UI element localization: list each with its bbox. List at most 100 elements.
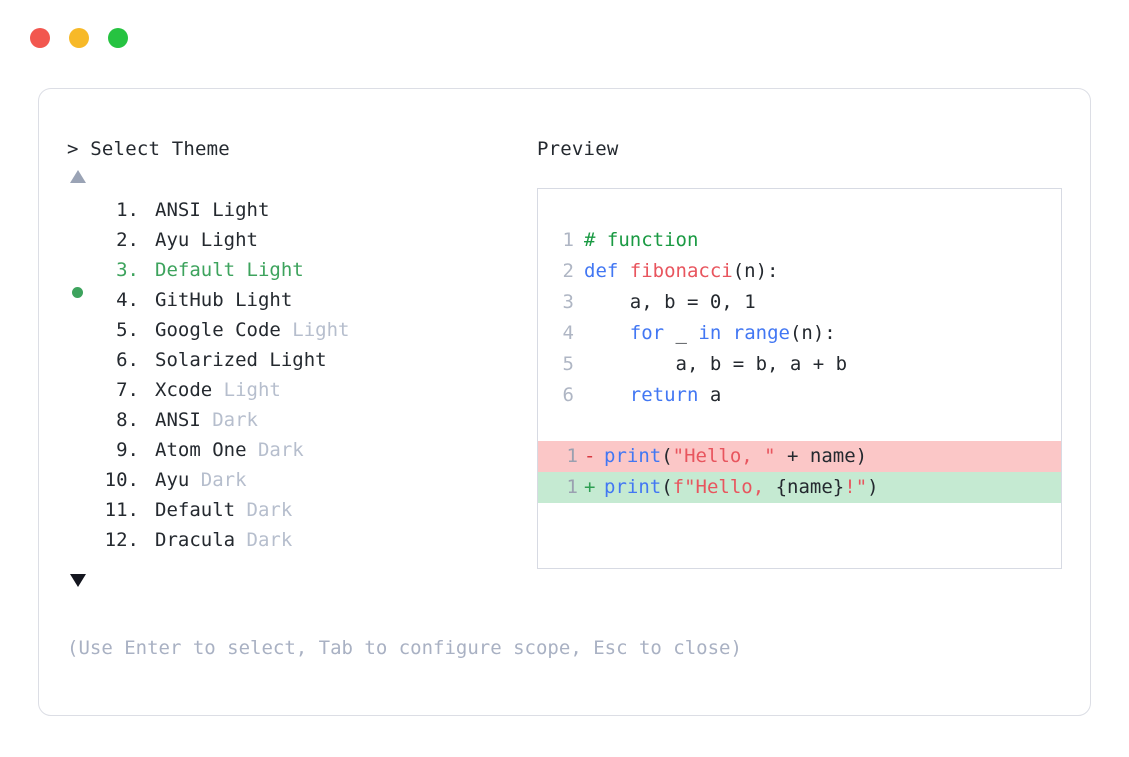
code-token: print <box>604 445 662 467</box>
keyboard-hint: (Use Enter to select, Tab to configure s… <box>67 637 742 659</box>
theme-list-item[interactable]: 10. Ayu Dark <box>67 465 537 495</box>
line-number: 4 <box>562 322 574 344</box>
code-token: a, b = <box>584 291 710 313</box>
theme-item-mode: Light <box>200 229 258 251</box>
line-number: 1 <box>566 445 578 467</box>
close-button[interactable] <box>30 28 50 48</box>
theme-item-name: Google Code <box>155 319 293 341</box>
line-number: 3 <box>562 291 574 313</box>
code-line: 3 a, b = 0, 1 <box>538 287 1061 318</box>
theme-item-gap <box>139 405 155 435</box>
diff-line-del: 1-print("Hello, " + name) <box>538 441 1061 472</box>
theme-item-number: 11. <box>104 499 139 521</box>
diff-line-content: print("Hello, " + name) <box>604 441 1061 472</box>
theme-item-mode: Light <box>223 379 281 401</box>
theme-list-item[interactable]: 11. Default Dark <box>67 495 537 525</box>
code-line: 5 a, b = b, a + b <box>538 349 1061 380</box>
line-number: 2 <box>562 260 574 282</box>
theme-item-number: 4. <box>116 289 139 311</box>
theme-item-gap <box>139 345 155 375</box>
theme-item-name: Dracula <box>155 529 247 551</box>
theme-list-item[interactable]: 4. GitHub Light <box>67 285 537 315</box>
code-token: return <box>629 384 699 406</box>
theme-list-item[interactable]: 8. ANSI Dark <box>67 405 537 435</box>
theme-item-number: 6. <box>116 349 139 371</box>
code-token: ( <box>661 445 673 467</box>
code-line: 1 # function <box>538 225 1061 256</box>
theme-item-mode: Dark <box>212 409 258 431</box>
theme-list-item[interactable]: 5. Google Code Light <box>67 315 537 345</box>
theme-item-name: Xcode <box>155 379 224 401</box>
theme-list-item[interactable]: 2. Ayu Light <box>67 225 537 255</box>
theme-item-name: Ayu <box>155 469 201 491</box>
theme-item-mode: Light <box>246 259 304 281</box>
code-token: f"Hello, <box>672 476 776 498</box>
line-number: 1 <box>562 229 574 251</box>
theme-item-number: 3. <box>116 259 139 281</box>
diff-marker: + <box>584 476 596 498</box>
code-token <box>721 322 732 344</box>
theme-list-item[interactable]: 3. Default Light <box>67 255 537 298</box>
line-number: 6 <box>562 384 574 406</box>
code-token: range <box>732 322 790 344</box>
theme-item-gap <box>139 495 155 525</box>
theme-item-name: ANSI <box>155 409 213 431</box>
theme-item-gap <box>139 315 155 345</box>
code-token: {name} <box>775 476 845 498</box>
code-line: 2 def fibonacci(n): <box>538 256 1061 287</box>
theme-item-gap <box>139 285 155 315</box>
scroll-down-icon[interactable] <box>67 567 537 593</box>
code-line-content: # function <box>584 225 1061 256</box>
theme-item-number: 5. <box>116 319 139 341</box>
diff-line-add: 1+print(f"Hello, {name}!") <box>538 472 1061 503</box>
theme-item-mode: Light <box>292 319 350 341</box>
code-token: # function <box>584 229 699 251</box>
theme-list-item[interactable]: 12. Dracula Dark <box>67 525 537 555</box>
theme-list-item[interactable]: 1. ANSI Light <box>67 195 537 225</box>
code-token: _ <box>664 322 699 344</box>
theme-item-number: 1. <box>116 199 139 221</box>
theme-item-gap <box>139 195 155 225</box>
code-token: "Hello, " <box>672 445 776 467</box>
theme-list-item[interactable]: 9. Atom One Dark <box>67 435 537 465</box>
scroll-up-icon[interactable] <box>67 163 537 189</box>
code-token: for <box>629 322 665 344</box>
code-token: 0 <box>709 291 722 313</box>
theme-list-item[interactable]: 6. Solarized Light <box>67 345 537 375</box>
code-token: a, b = b, a + b <box>584 353 848 375</box>
theme-item-name: Default <box>155 499 247 521</box>
theme-item-gap <box>139 255 155 285</box>
line-number: 1 <box>566 476 578 498</box>
code-token: ) <box>867 476 879 498</box>
theme-item-gap <box>139 375 155 405</box>
maximize-button[interactable] <box>108 28 128 48</box>
theme-list-item[interactable]: 7. Xcode Light <box>67 375 537 405</box>
code-line-content: a, b = b, a + b <box>584 349 1061 380</box>
theme-item-number: 9. <box>116 439 139 461</box>
code-token <box>584 384 630 406</box>
code-token: ( <box>661 476 673 498</box>
window-traffic-lights <box>30 28 128 48</box>
theme-item-mode: Light <box>269 349 327 371</box>
code-token: def <box>584 260 630 282</box>
code-line-content: a, b = 0, 1 <box>584 287 1061 318</box>
theme-item-name: Atom One <box>155 439 258 461</box>
theme-item-number: 12. <box>104 529 139 551</box>
code-token: a <box>698 384 722 406</box>
theme-item-mode: Light <box>212 199 270 221</box>
code-line-content: def fibonacci(n): <box>584 256 1061 287</box>
code-line-content: return a <box>584 380 1061 411</box>
select-theme-heading: > Select Theme <box>67 138 230 160</box>
preview-heading: Preview <box>537 138 619 160</box>
code-token: + name) <box>775 445 868 467</box>
diff-preview: 1-print("Hello, " + name)1+print(f"Hello… <box>538 441 1061 503</box>
minimize-button[interactable] <box>69 28 89 48</box>
theme-item-number: 7. <box>116 379 139 401</box>
code-line: 6 return a <box>538 380 1061 411</box>
code-token: !" <box>844 476 868 498</box>
code-line-content: for _ in range(n): <box>584 318 1061 349</box>
